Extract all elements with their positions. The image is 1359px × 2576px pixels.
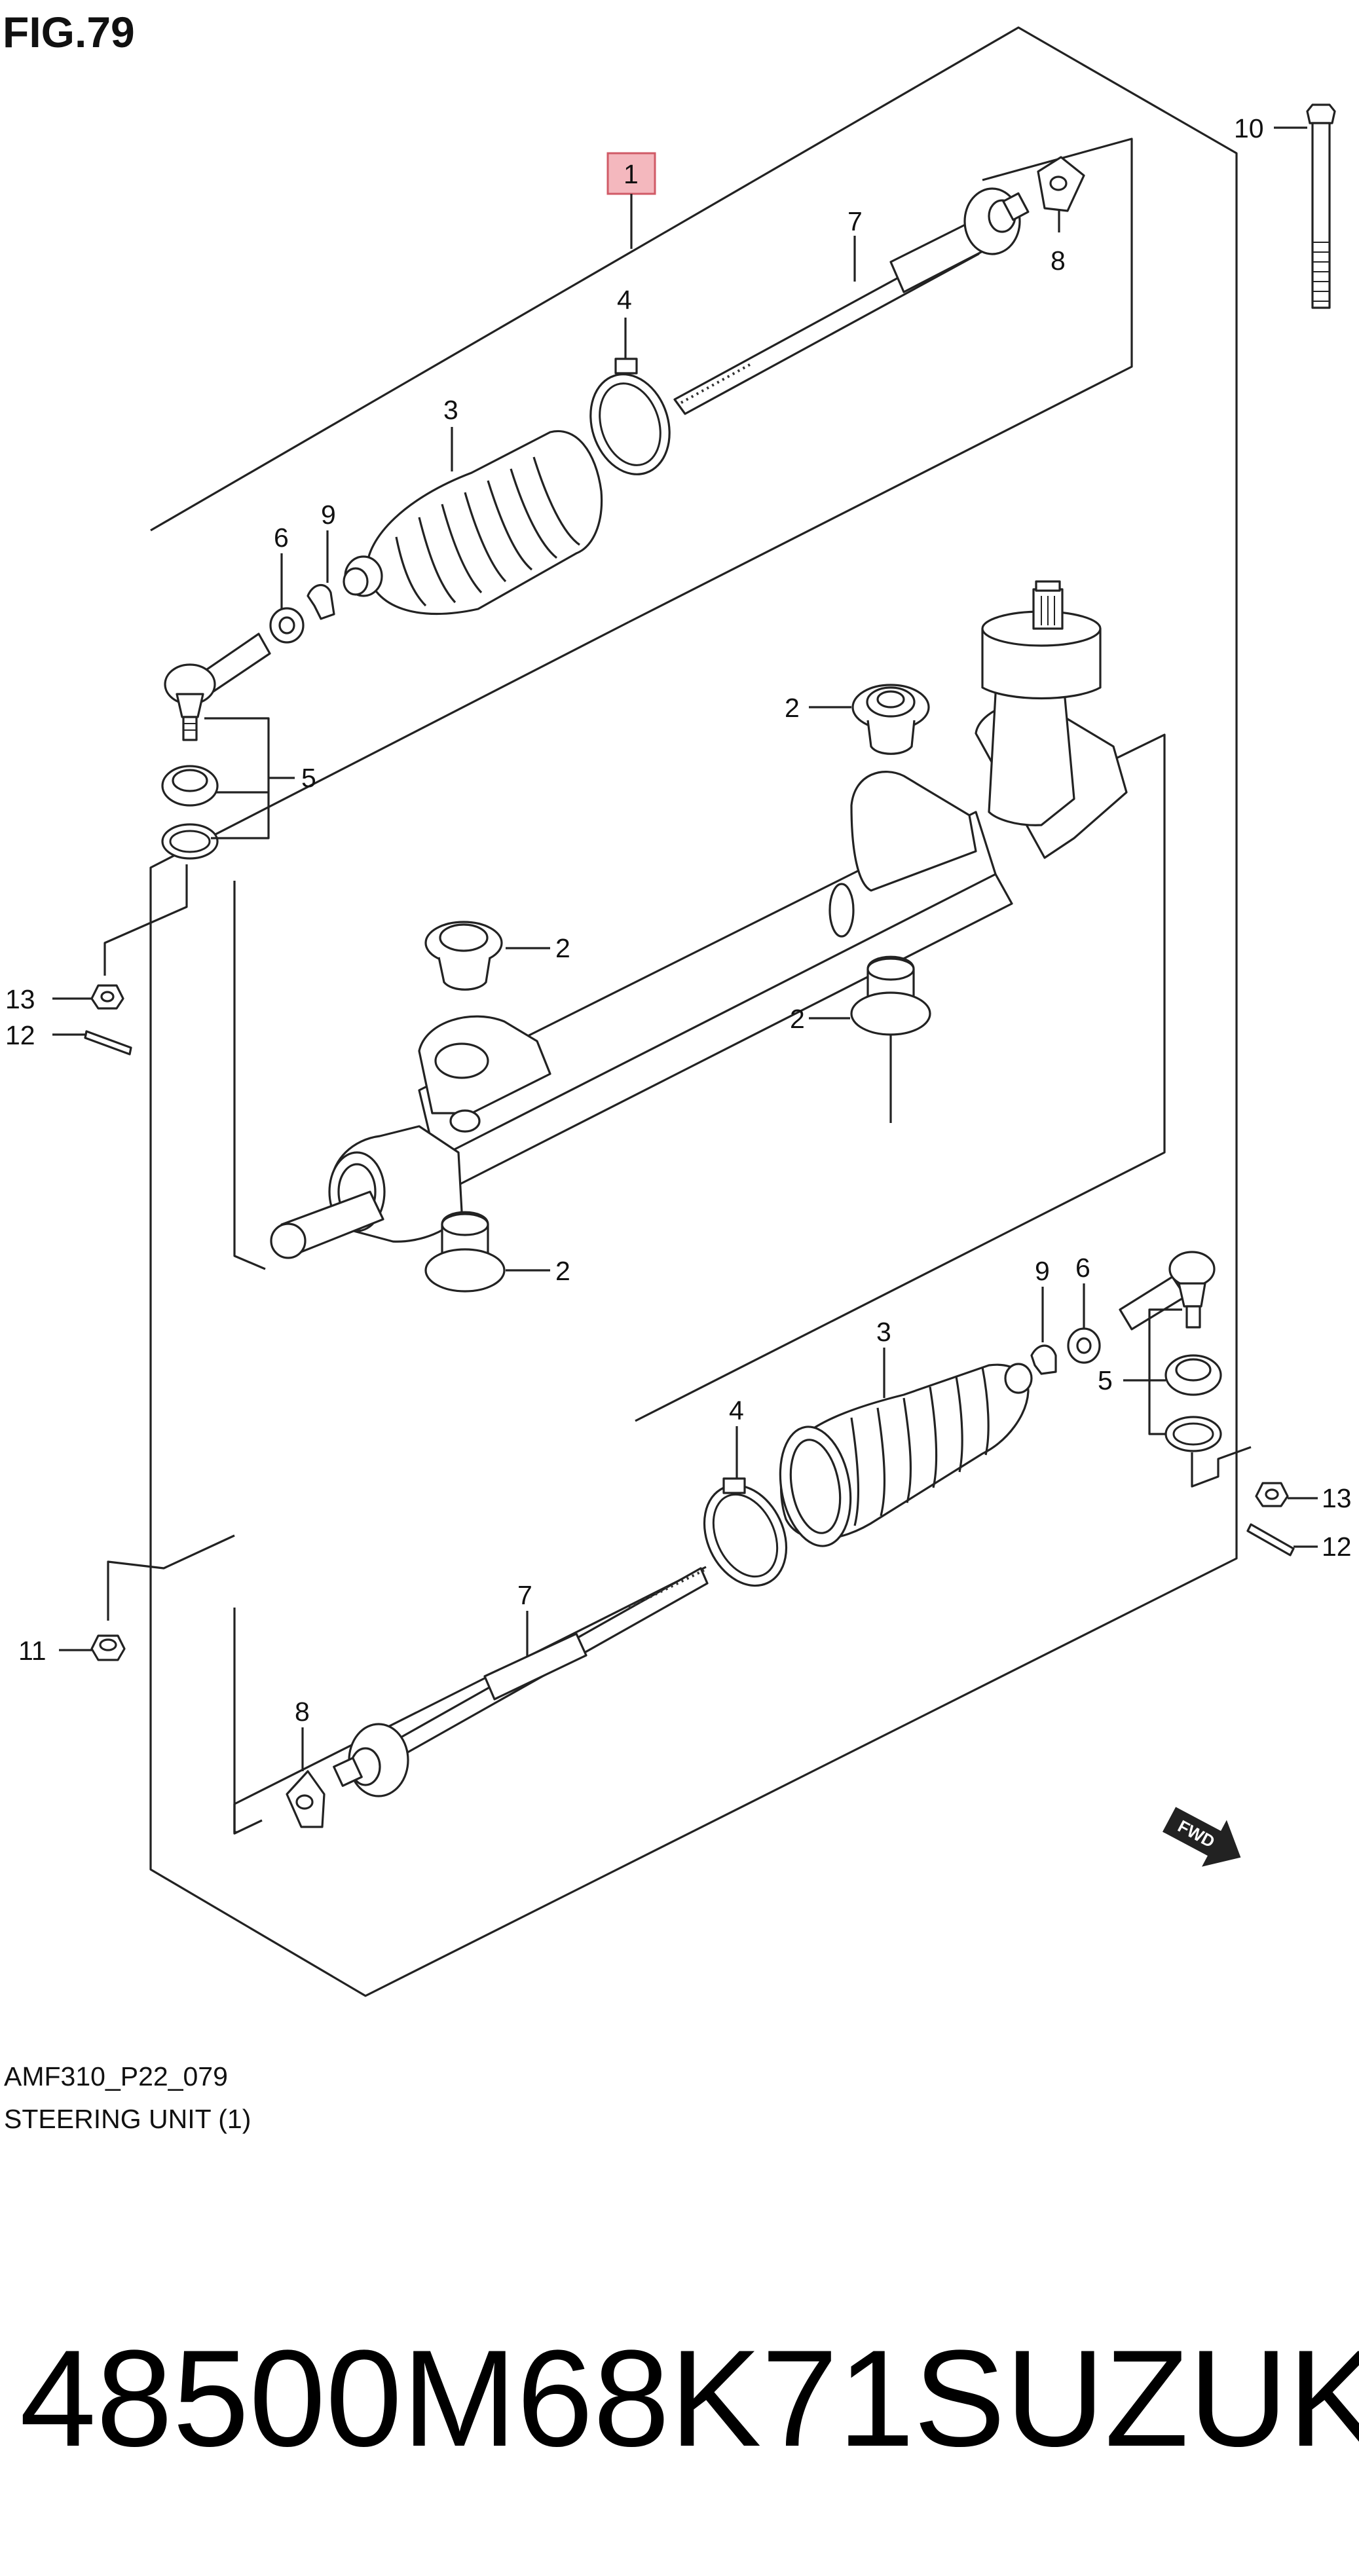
callout-9-left: 9 bbox=[321, 500, 336, 530]
callout-12-right: 12 bbox=[1322, 1532, 1352, 1562]
callout-11: 11 bbox=[18, 1636, 47, 1666]
part-number-footer: 48500M68K71 SUZUKI bbox=[20, 2321, 1359, 2475]
callout-6-left: 6 bbox=[274, 523, 289, 553]
lock-plate-upper bbox=[1037, 156, 1085, 212]
callout-8-upper: 8 bbox=[1051, 246, 1066, 276]
callout-7-lower: 7 bbox=[517, 1580, 532, 1610]
section-title: STEERING UNIT (1) bbox=[4, 2104, 251, 2134]
nut-right bbox=[1067, 1327, 1101, 1364]
dust-boot-left bbox=[161, 765, 219, 860]
clamp-band-upper bbox=[589, 358, 671, 475]
callout-4-upper: 4 bbox=[617, 285, 632, 315]
cotter-pin-right bbox=[1246, 1523, 1295, 1556]
tie-rod-end-left bbox=[164, 633, 271, 741]
brand-name: SUZUKI bbox=[914, 2321, 1359, 2475]
outer-frame bbox=[149, 26, 1238, 1997]
callout-12-left: 12 bbox=[5, 1020, 35, 1050]
grommet-left-mid bbox=[424, 921, 503, 991]
callout-5-left: 5 bbox=[301, 763, 316, 793]
flange-nut-11 bbox=[90, 1634, 126, 1661]
grommet-right-mid bbox=[850, 955, 931, 1036]
tie-rod-upper bbox=[673, 187, 1030, 415]
callout-2-a: 2 bbox=[785, 693, 800, 723]
callout-5-right: 5 bbox=[1098, 1365, 1113, 1395]
bolt-10 bbox=[1306, 103, 1336, 309]
callout-10: 10 bbox=[1234, 113, 1264, 143]
castle-nut-left bbox=[90, 984, 124, 1010]
lower-subframe-left bbox=[233, 1608, 263, 1835]
clip-left bbox=[307, 584, 335, 620]
lock-plate-lower bbox=[286, 1770, 326, 1828]
grommet-bottom bbox=[424, 1211, 506, 1293]
callout-2-c: 2 bbox=[790, 1004, 805, 1034]
callout-3-upper: 3 bbox=[443, 395, 458, 425]
grommet-right-top bbox=[851, 684, 930, 755]
callout-9-right: 9 bbox=[1035, 1256, 1050, 1286]
figure-title: FIG.79 bbox=[3, 8, 135, 56]
upper-subframe bbox=[628, 138, 1133, 623]
boot-lower bbox=[779, 1363, 1033, 1547]
cotter-pin-left bbox=[84, 1030, 132, 1056]
callout-2-b: 2 bbox=[555, 933, 570, 963]
callout-8-lower: 8 bbox=[295, 1697, 310, 1727]
clip-right bbox=[1030, 1344, 1057, 1375]
boot-upper bbox=[343, 430, 603, 616]
clamp-band-lower bbox=[703, 1477, 788, 1587]
callout-1: 1 bbox=[624, 159, 639, 189]
diagram-code: AMF310_P22_079 bbox=[4, 2061, 228, 2091]
castle-nut-right bbox=[1255, 1482, 1289, 1507]
parts-diagram: FIG.79 1 10 7 8 bbox=[3, 8, 1352, 2134]
middle-subframe-right bbox=[635, 733, 1166, 1422]
callout-6-right: 6 bbox=[1075, 1253, 1090, 1283]
rack-housing bbox=[270, 580, 1128, 1259]
callout-2-d: 2 bbox=[555, 1256, 570, 1286]
callout-13-right: 13 bbox=[1322, 1483, 1352, 1513]
callout-1-box[interactable] bbox=[606, 152, 656, 195]
part-number: 48500M68K71 bbox=[20, 2321, 914, 2475]
callout-13-left: 13 bbox=[5, 984, 35, 1014]
dust-boot-right bbox=[1164, 1354, 1222, 1452]
callout-7-upper: 7 bbox=[847, 206, 863, 236]
tie-rod-lower bbox=[333, 1567, 709, 1797]
callout-4-lower: 4 bbox=[729, 1395, 744, 1426]
nut-left bbox=[269, 607, 305, 644]
tie-rod-end-right bbox=[1119, 1251, 1216, 1331]
middle-subframe bbox=[233, 881, 266, 1270]
fwd-arrow-icon: FWD bbox=[1163, 1807, 1241, 1867]
callout-3-lower: 3 bbox=[876, 1317, 891, 1347]
